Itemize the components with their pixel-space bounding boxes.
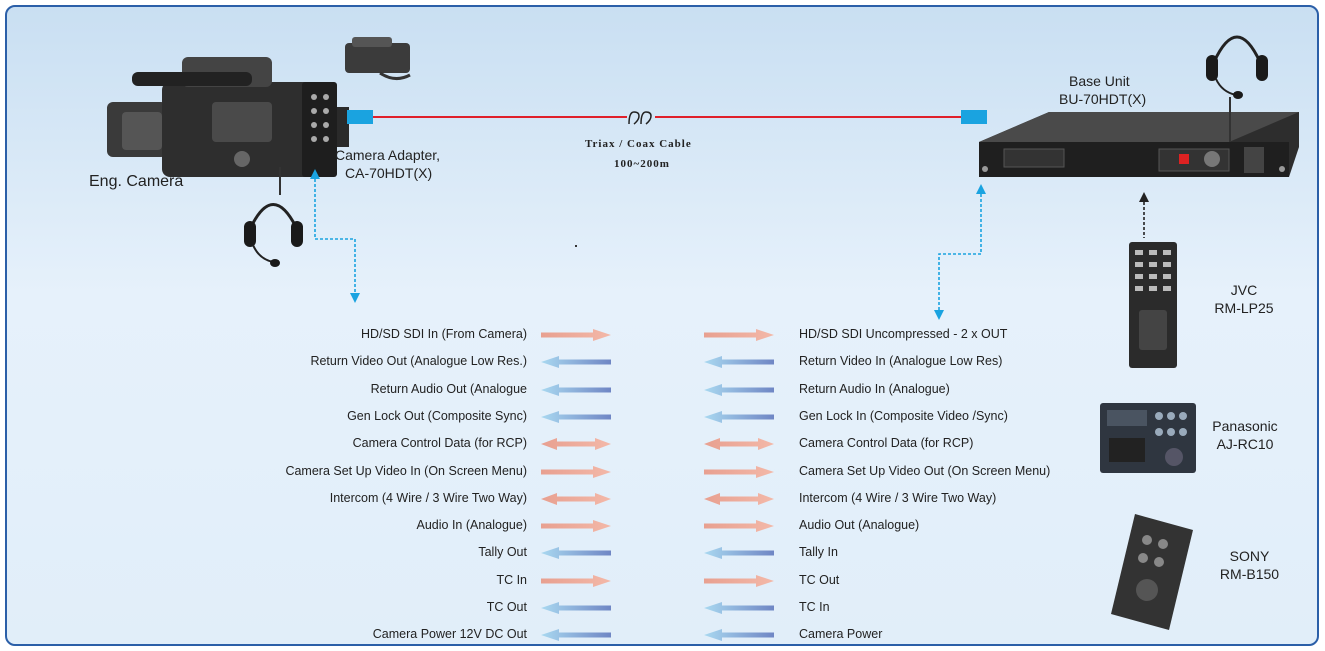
signal-arrow xyxy=(704,574,774,587)
signal-right-label: Intercom (4 Wire / 3 Wire Two Way) xyxy=(799,490,997,505)
signal-arrow xyxy=(541,329,611,341)
signal-arrow xyxy=(541,629,611,642)
signal-right-label: Camera Set Up Video Out (On Screen Menu) xyxy=(799,463,1051,478)
signal-arrow xyxy=(541,492,611,505)
signal-arrow xyxy=(704,547,774,560)
base-unit-icon xyxy=(979,112,1299,177)
signal-arrow xyxy=(541,438,611,451)
signal-arrow xyxy=(541,465,611,478)
remote-panel-icon xyxy=(1111,514,1193,630)
triax-cable xyxy=(347,110,987,125)
signal-arrow xyxy=(704,629,774,642)
base-unit-data-link xyxy=(934,184,986,320)
signal-left-label: Intercom (4 Wire / 3 Wire Two Way) xyxy=(329,490,527,505)
signal-arrow xyxy=(541,574,611,587)
base-unit-label-line1: Base Unit xyxy=(1069,73,1130,89)
signal-arrow xyxy=(704,520,774,533)
cable-label-line2: 100~200m xyxy=(614,158,670,170)
camera-icon xyxy=(107,57,349,177)
signal-arrow xyxy=(704,329,774,341)
signal-left-label: HD/SD SDI In (From Camera) xyxy=(361,327,527,341)
signal-right-label: Camera Power xyxy=(799,627,883,642)
panasonic-brand: Panasonic xyxy=(1212,418,1278,434)
signal-left-label: Camera Power 12V DC Out xyxy=(372,627,527,642)
signal-right-label: HD/SD SDI Uncompressed - 2 x OUT xyxy=(799,327,1008,341)
signal-arrow xyxy=(704,465,774,478)
signal-right-label: Return Video In (Analogue Low Res) xyxy=(799,354,1003,369)
adapter-label-line2: CA-70HDT(X) xyxy=(345,165,433,181)
cable-label-line1: Triax / Coax Cable xyxy=(585,138,692,150)
jvc-model: RM-LP25 xyxy=(1214,300,1274,316)
small-dot xyxy=(575,245,577,247)
signal-left-label: Camera Set Up Video In (On Screen Menu) xyxy=(285,463,527,478)
camera-data-link xyxy=(310,169,360,303)
signal-left-label: Tally Out xyxy=(478,545,527,560)
signal-left-label: Return Video Out (Analogue Low Res.) xyxy=(310,354,527,369)
base-unit-label-line2: BU-70HDT(X) xyxy=(1059,91,1147,107)
signal-arrow xyxy=(541,410,611,423)
sony-brand: SONY xyxy=(1229,548,1270,564)
signal-arrow xyxy=(704,438,774,451)
signal-left-label: Return Audio Out (Analogue xyxy=(370,381,527,396)
signal-arrow xyxy=(704,492,774,505)
signal-right-label: Tally In xyxy=(799,545,838,560)
adapter-icon xyxy=(345,37,411,80)
signal-right-label: Audio Out (Analogue) xyxy=(799,518,920,533)
signal-arrow xyxy=(541,602,611,614)
panasonic-model: AJ-RC10 xyxy=(1216,436,1274,452)
signal-left-label: Gen Lock Out (Composite Sync) xyxy=(347,408,527,423)
signal-arrow xyxy=(704,410,774,423)
signal-right-label: Return Audio In (Analogue) xyxy=(799,381,950,396)
signal-left-label: Audio In (Analogue) xyxy=(416,518,528,533)
signal-arrow xyxy=(541,547,611,560)
jvc-label: JVC RM-LP25 xyxy=(1199,281,1289,317)
panasonic-label: Panasonic AJ-RC10 xyxy=(1195,417,1295,453)
remote-control-link xyxy=(1139,192,1149,238)
signal-arrow xyxy=(704,356,774,369)
remote-panel-icon xyxy=(1100,403,1196,473)
jvc-brand: JVC xyxy=(1230,282,1258,298)
signal-left-label: Camera Control Data (for RCP) xyxy=(352,436,527,451)
headset-icon xyxy=(1206,35,1268,99)
headset-cord-line xyxy=(1229,97,1231,142)
signal-left-label: TC In xyxy=(496,572,527,587)
signal-left-label: TC Out xyxy=(486,600,527,614)
sony-model: RM-B150 xyxy=(1219,566,1280,582)
signal-arrow xyxy=(541,383,611,396)
signal-arrow xyxy=(541,520,611,533)
camera-label: Eng. Camera xyxy=(89,173,184,190)
signal-arrow xyxy=(704,383,774,396)
headset-icon xyxy=(244,203,303,267)
camera-stand-line xyxy=(279,167,281,195)
signal-right-label: TC Out xyxy=(799,572,840,587)
adapter-label-line1: Camera Adapter, xyxy=(335,147,441,163)
signal-arrow xyxy=(704,602,774,614)
sony-label: SONY RM-B150 xyxy=(1202,547,1297,583)
diagram-frame: Eng. Camera Camera Adapter, CA-70HDT(X) … xyxy=(5,5,1319,646)
signal-arrow xyxy=(541,356,611,369)
signal-right-label: Gen Lock In (Composite Video /Sync) xyxy=(799,408,1008,423)
signal-right-label: Camera Control Data (for RCP) xyxy=(799,436,974,451)
signal-right-label: TC In xyxy=(799,600,830,614)
remote-panel-icon xyxy=(1129,242,1177,368)
